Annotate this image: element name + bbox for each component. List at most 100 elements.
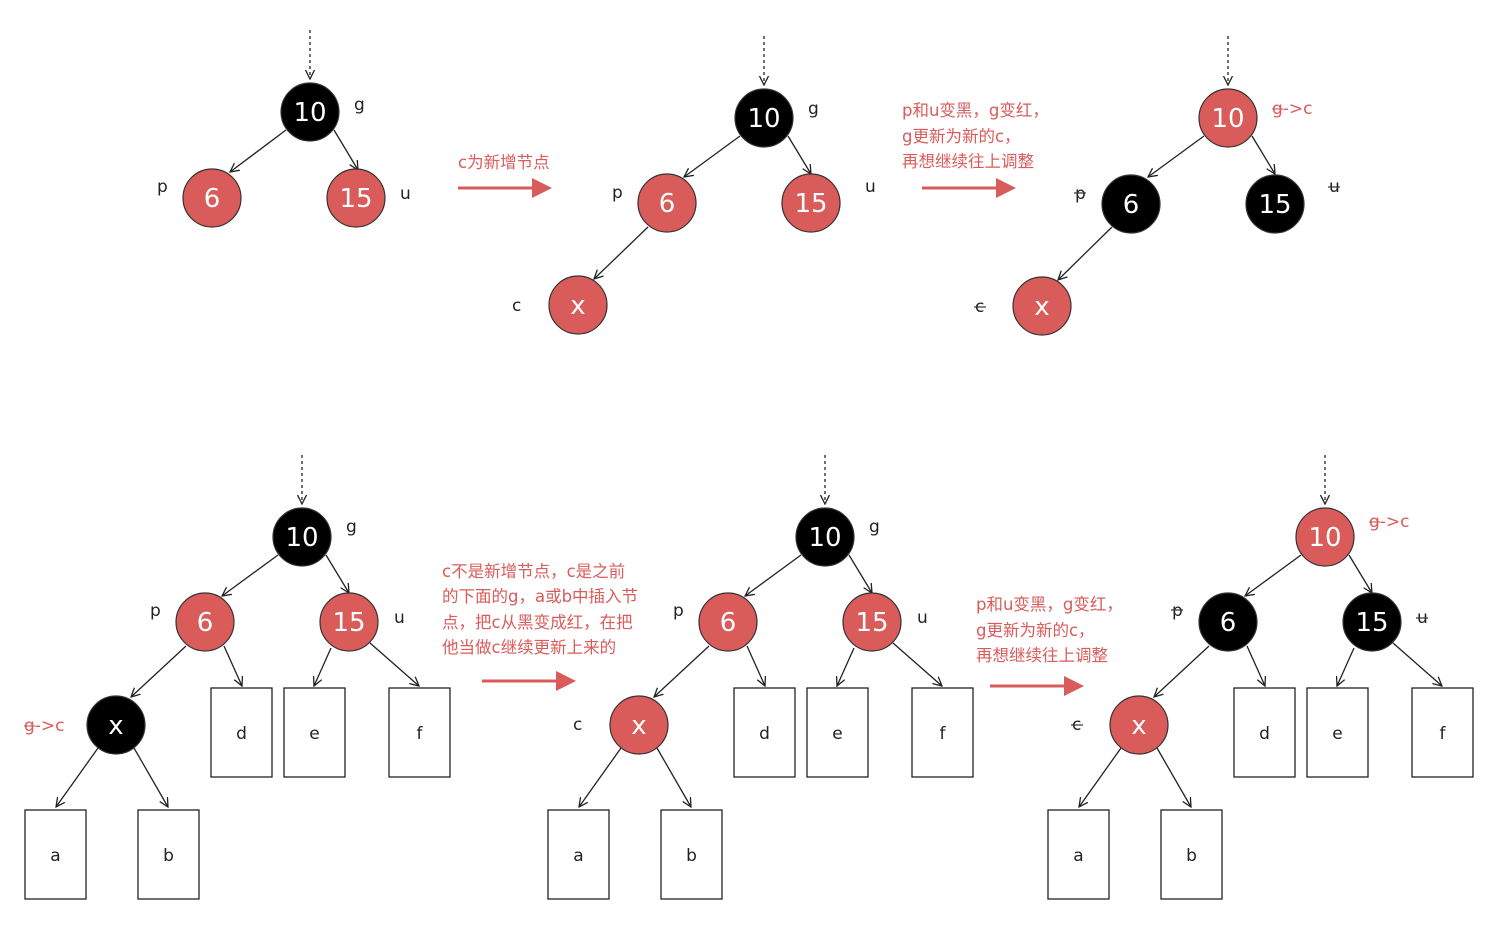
subtree-label: b	[163, 846, 174, 866]
node-c-value: x	[1034, 292, 1049, 322]
caption-top-2-line-0: p和u变黑，g变红，	[902, 101, 1049, 120]
node-p-value: 6	[1123, 190, 1140, 220]
node-u: 15	[781, 173, 841, 233]
edge-arrow	[56, 747, 99, 807]
node-u: 15	[326, 168, 386, 228]
node-g: 10	[272, 507, 332, 567]
node-c-value: x	[631, 711, 646, 741]
edge-arrow	[230, 129, 287, 172]
subtree-box-a: a	[1047, 809, 1110, 900]
caption-bottom-2-line-2: 再想继续往上调整	[976, 646, 1108, 665]
node-c: x	[1109, 695, 1169, 755]
caption-top-2-line-1: g更新为新的c，	[902, 127, 1021, 146]
subtree-box-e: e	[283, 687, 346, 778]
edge-arrow	[314, 647, 332, 686]
node-u: 15	[1342, 592, 1402, 652]
node-p: 6	[698, 592, 758, 652]
node-c-value: x	[570, 291, 585, 321]
subtree-label: f	[1440, 724, 1447, 744]
subtree-label: a	[50, 846, 60, 866]
edge-arrow	[579, 747, 622, 807]
subtree-box-f: f	[388, 687, 451, 778]
edge-arrow	[684, 135, 741, 177]
subtree-label: b	[1186, 846, 1197, 866]
caption-bottom-2-line-1: g更新为新的c，	[976, 621, 1095, 640]
label-c: c	[512, 296, 521, 316]
label-g-to-c: g->c	[1369, 512, 1410, 532]
node-u-value: 15	[855, 608, 888, 638]
bottom-transition-1: c不是新增节点，c是之前 的下面的g，a或b中插入节 点，把c从黑变成红，在把 …	[442, 562, 638, 691]
node-p: 6	[1198, 592, 1258, 652]
node-u-value: 15	[1258, 190, 1291, 220]
bottom-panel-2: 10 6 15 x d e f a	[547, 455, 974, 900]
edge-arrow	[746, 645, 765, 686]
node-g-value: 10	[285, 523, 318, 553]
node-p-value: 6	[204, 184, 221, 214]
top-panel-3: 10 6 15 x g->c p u c	[974, 36, 1340, 336]
top-panel-1: 10 6 15 g p u	[157, 30, 411, 228]
bottom-panel-3: 10 6 15 x d e f a	[1047, 455, 1474, 900]
subtree-box-e: e	[1306, 687, 1369, 778]
node-p-value: 6	[1220, 608, 1237, 638]
top-panel-2: 10 6 15 x g p u c	[512, 36, 876, 335]
caption-bottom-1-line-1: 的下面的g，a或b中插入节	[442, 587, 638, 606]
label-g: g	[354, 95, 365, 115]
edge-arrow	[1251, 135, 1275, 174]
node-g: 10	[1295, 507, 1355, 567]
node-u-value: 15	[1355, 608, 1388, 638]
edge-arrow	[848, 554, 872, 593]
caption-top-1-line-0: c为新增节点	[458, 153, 550, 172]
subtree-box-b: b	[137, 809, 200, 900]
node-p: 6	[637, 173, 697, 233]
node-p-value: 6	[720, 608, 737, 638]
subtree-label: f	[940, 724, 947, 744]
node-c: x	[1012, 276, 1072, 336]
node-c-value: x	[1131, 711, 1146, 741]
label-u: u	[917, 608, 928, 628]
top-transition-2: p和u变黑，g变红， g更新为新的c， 再想继续往上调整	[902, 101, 1049, 198]
subtree-box-f: f	[911, 687, 974, 778]
label-g: g	[869, 517, 880, 537]
edge-arrow	[1246, 645, 1265, 686]
label-g-to-c: g->c	[24, 716, 65, 736]
label-g: g	[808, 99, 819, 119]
subtree-box-b: b	[1160, 809, 1223, 900]
node-c: x	[86, 695, 146, 755]
node-g-value: 10	[1211, 104, 1244, 134]
node-g-value: 10	[1308, 523, 1341, 553]
subtree-label: e	[832, 724, 842, 744]
node-u: 15	[319, 592, 379, 652]
subtree-label: a	[1073, 846, 1083, 866]
edge-arrow	[1148, 135, 1205, 177]
subtree-label: e	[309, 724, 319, 744]
edge-arrow	[133, 747, 168, 807]
label-g: g	[346, 517, 357, 537]
edge-arrow	[745, 554, 802, 596]
node-c-value: x	[108, 711, 123, 741]
edge-arrow	[1392, 642, 1442, 686]
bottom-panel-1: 10 6 15 x d e f a	[24, 455, 451, 900]
node-g-value: 10	[293, 98, 326, 128]
subtree-box-e: e	[806, 687, 869, 778]
node-g-value: 10	[747, 104, 780, 134]
node-p: 6	[1101, 174, 1161, 234]
subtree-box-d: d	[733, 687, 796, 778]
node-c: x	[609, 695, 669, 755]
label-p-struck: p	[1075, 184, 1086, 204]
edge-arrow	[131, 645, 187, 697]
edge-arrow	[656, 747, 691, 807]
caption-top-2-line-2: 再想继续往上调整	[902, 152, 1034, 171]
label-p: p	[673, 601, 684, 621]
subtree-label: f	[417, 724, 424, 744]
subtree-box-b: b	[660, 809, 723, 900]
label-u: u	[394, 608, 405, 628]
node-u: 15	[1245, 174, 1305, 234]
edge-arrow	[223, 645, 242, 686]
label-u: u	[865, 177, 876, 197]
node-g: 10	[280, 82, 340, 142]
subtree-box-a: a	[24, 809, 87, 900]
edge-arrow	[594, 226, 649, 279]
subtree-label: e	[1332, 724, 1342, 744]
edge-arrow	[654, 645, 710, 697]
